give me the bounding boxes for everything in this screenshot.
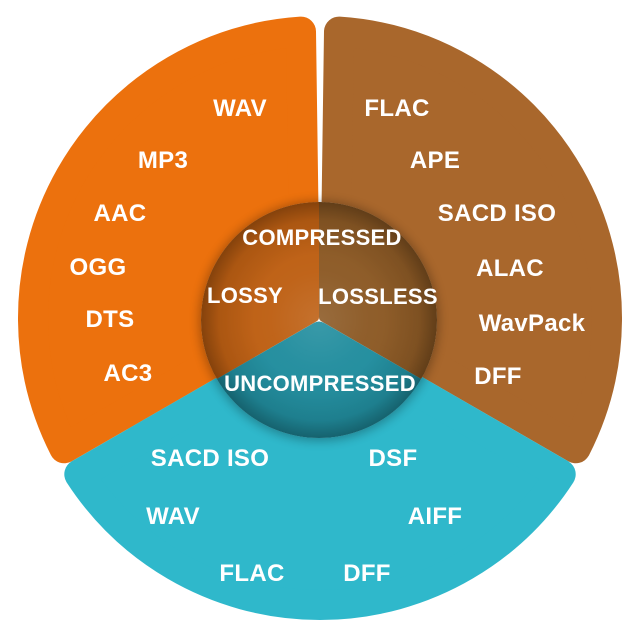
format-label: DFF — [343, 560, 391, 587]
format-label: WAV — [213, 95, 267, 122]
format-label: APE — [410, 147, 460, 174]
format-label: OGG — [70, 254, 127, 281]
uncompressed-label: UNCOMPRESSED — [224, 371, 416, 396]
format-label: AC3 — [104, 360, 153, 387]
format-label: DSF — [369, 445, 418, 472]
format-label: DTS — [86, 306, 135, 333]
hub-labels: COMPRESSED LOSSY LOSSLESS UNCOMPRESSED — [207, 225, 438, 396]
format-label: SACD ISO — [438, 200, 556, 227]
lossy-format-labels: WAV MP3 AAC OGG DTS AC3 — [70, 95, 267, 387]
format-label: WAV — [146, 503, 200, 530]
lossless-format-labels: FLAC APE SACD ISO ALAC WavPack DFF — [364, 95, 585, 390]
uncompressed-format-labels: SACD ISO DSF WAV AIFF FLAC DFF — [146, 445, 462, 587]
format-label: DFF — [474, 363, 522, 390]
format-label: WavPack — [479, 310, 586, 337]
outer-ring — [18, 16, 622, 620]
format-label: AAC — [94, 200, 147, 227]
lossless-label: LOSSLESS — [318, 284, 438, 309]
format-label: ALAC — [476, 255, 544, 282]
format-label: SACD ISO — [151, 445, 269, 472]
compressed-label: COMPRESSED — [242, 225, 401, 250]
hub-rim-vignette — [201, 202, 437, 438]
format-label: FLAC — [364, 95, 429, 122]
format-label: AIFF — [408, 503, 463, 530]
lossy-label: LOSSY — [207, 283, 283, 308]
format-label: MP3 — [138, 147, 188, 174]
format-label: FLAC — [219, 560, 284, 587]
uncompressed-segment — [64, 320, 576, 620]
